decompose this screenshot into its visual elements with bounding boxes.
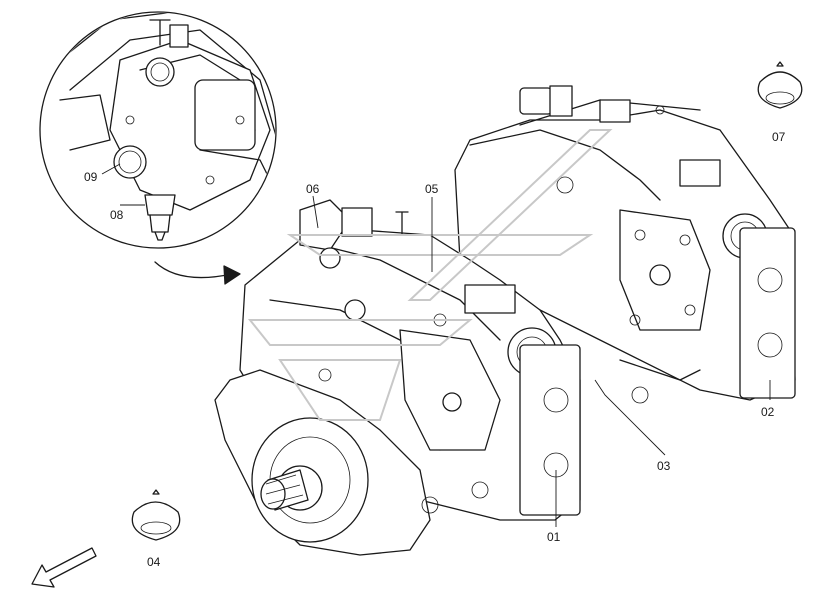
callout-05: 05 (425, 182, 439, 196)
part-07-oring-icon (757, 61, 803, 109)
shaft-end-icon (260, 478, 286, 510)
part-08-fitting-icon (144, 194, 176, 216)
callout-08: 08 (110, 208, 124, 222)
part-04-oring-icon (131, 489, 181, 541)
leader-lines (101, 163, 771, 527)
detail-circle (39, 11, 277, 285)
callout-02: 02 (761, 405, 775, 419)
callout-01: 01 (547, 530, 561, 544)
pump-assembly (214, 85, 796, 556)
callout-06: 06 (306, 182, 320, 196)
direction-arrow-icon (31, 547, 97, 588)
detail-cap-icon (145, 57, 175, 87)
callout-07: 07 (772, 130, 786, 144)
callout-04: 04 (147, 555, 161, 569)
callout-09: 09 (84, 170, 98, 184)
callout-03: 03 (657, 459, 671, 473)
watermark-logo (247, 129, 613, 421)
